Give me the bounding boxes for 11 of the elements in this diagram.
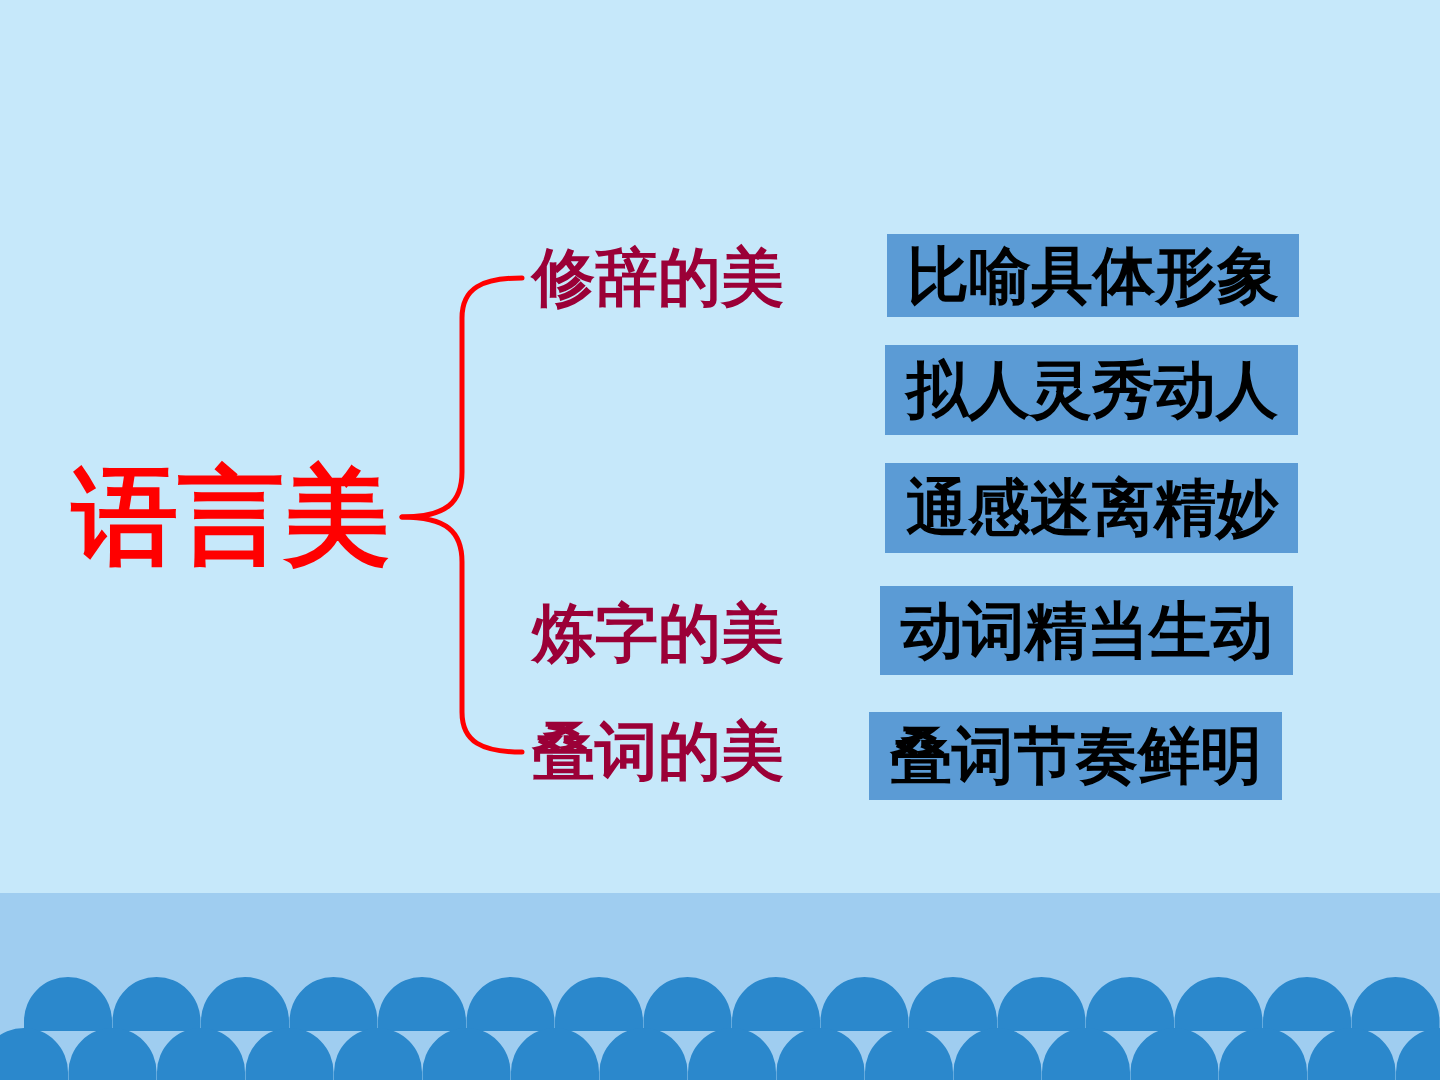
brace-connector — [399, 514, 525, 755]
topic-title: 语言美 — [60, 452, 402, 582]
branch-label: 修辞的美 — [522, 240, 797, 316]
summary-box: 叠词节奏鲜明 — [869, 712, 1282, 800]
summary-box: 通感迷离精妙 — [885, 463, 1298, 553]
branch-label: 炼字的美 — [522, 596, 797, 672]
brace-connector — [399, 275, 525, 520]
summary-box: 动词精当生动 — [880, 586, 1293, 675]
summary-box: 比喻具体形象 — [887, 234, 1299, 317]
summary-box: 拟人灵秀动人 — [885, 345, 1298, 435]
branch-label: 叠词的美 — [522, 714, 797, 790]
